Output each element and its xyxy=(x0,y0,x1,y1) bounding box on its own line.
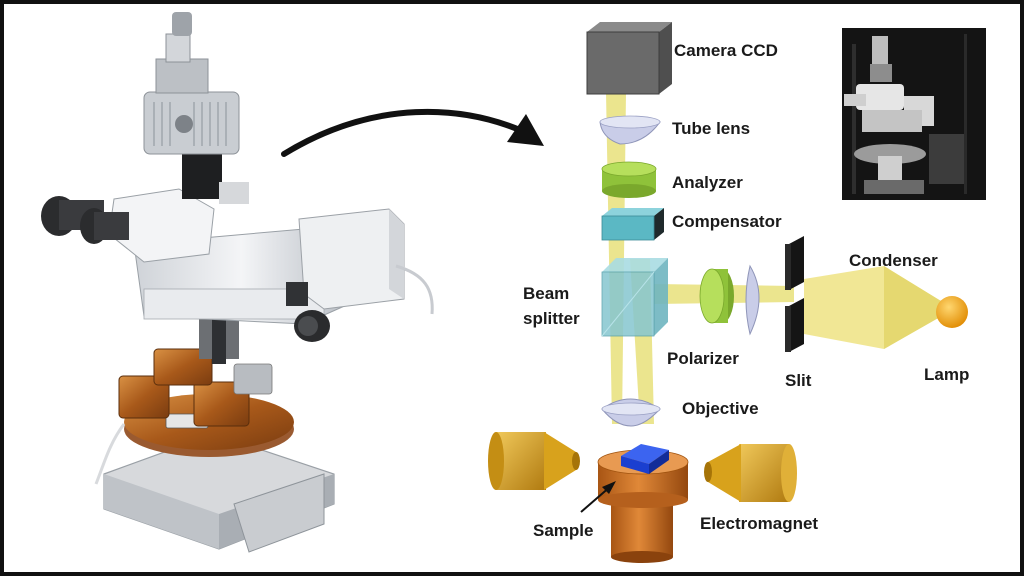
objective xyxy=(601,398,661,427)
optical-schematic xyxy=(488,22,968,563)
compensator xyxy=(601,208,664,241)
slit xyxy=(785,236,804,352)
lamp-bulb xyxy=(936,296,968,328)
polarizer xyxy=(699,268,734,324)
label-slit: Slit xyxy=(785,371,812,390)
beam-splitter xyxy=(601,258,668,337)
label-sample: Sample xyxy=(533,521,593,540)
label-compensator: Compensator xyxy=(672,212,782,231)
setup-photo xyxy=(842,28,986,200)
label-splitter: splitter xyxy=(523,309,580,328)
label-electromagnet: Electromagnet xyxy=(700,514,818,533)
label-tube-lens: Tube lens xyxy=(672,119,750,138)
moke-setup-diagram: Camera CCD Tube lens Analyzer Compensato… xyxy=(41,12,986,563)
camera-ccd xyxy=(586,22,672,95)
condenser-lens xyxy=(745,264,760,336)
sample-pointer-arrow xyxy=(580,481,616,513)
microscope-photo xyxy=(41,12,434,553)
curved-arrow-icon xyxy=(281,108,544,157)
sample-chip xyxy=(621,444,669,474)
label-analyzer: Analyzer xyxy=(672,173,743,192)
label-camera-ccd: Camera CCD xyxy=(674,41,778,60)
labels: Camera CCD Tube lens Analyzer Compensato… xyxy=(523,41,969,540)
label-condenser: Condenser xyxy=(849,251,938,270)
electromagnet-right xyxy=(704,444,797,502)
analyzer xyxy=(601,161,657,198)
label-objective: Objective xyxy=(682,399,759,418)
label-lamp: Lamp xyxy=(924,365,969,384)
electromagnet-left xyxy=(488,432,580,490)
tube-lens xyxy=(599,115,661,145)
label-polarizer: Polarizer xyxy=(667,349,739,368)
label-beam: Beam xyxy=(523,284,569,303)
